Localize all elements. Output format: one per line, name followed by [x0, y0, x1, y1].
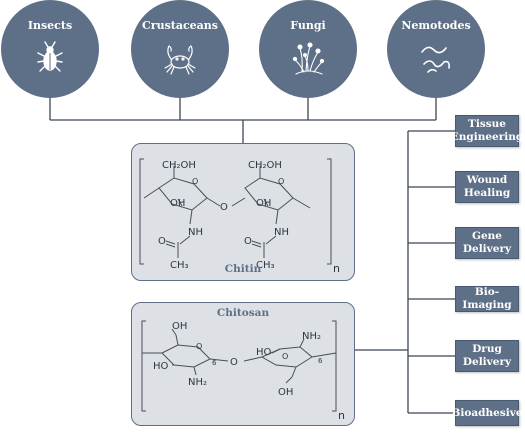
- atom-label: O: [244, 236, 252, 247]
- app-label-line1: Gene: [472, 230, 502, 242]
- atom-label: 6: [318, 357, 323, 365]
- app-label-line1: Wound: [466, 174, 508, 186]
- worm-icon: [421, 46, 450, 73]
- app-label-line2: Healing: [463, 187, 511, 199]
- source-insects: Insects: [1, 0, 99, 98]
- app-label-line1: Drug: [472, 343, 502, 355]
- app-label-line1: Bioadhesive: [451, 406, 523, 419]
- app-bioadhesive: Bioadhesive: [452, 400, 523, 426]
- atom-label: O: [278, 177, 284, 186]
- atom-label: 6: [212, 359, 217, 367]
- atom-label: OH: [172, 321, 187, 332]
- atom-label: O: [220, 202, 228, 213]
- atom-label: NH: [274, 227, 289, 238]
- atom-label: HO: [153, 361, 169, 372]
- chitin-box: CH₂OH OH O O NH O CH₃ CH₂OH OH O NH O CH…: [131, 143, 355, 281]
- atom-label: HO: [256, 347, 272, 358]
- source-crustaceans: Crustaceans: [131, 0, 229, 98]
- chitin-structure: CH₂OH OH O O NH O CH₃ CH₂OH OH O NH O CH…: [139, 158, 340, 275]
- atom-label: OH: [278, 387, 293, 398]
- app-label-line2: Delivery: [462, 243, 512, 255]
- atom-label: OH: [170, 198, 185, 209]
- beetle-icon: [37, 41, 63, 72]
- app-label-line2: Delivery: [462, 356, 512, 368]
- atom-label: NH₂: [188, 377, 207, 388]
- atom-label: CH₃: [256, 260, 275, 271]
- chitin-label: Chitin: [224, 263, 262, 275]
- app-label-line1: Bio-Imaging: [462, 286, 512, 311]
- repeat-n: n: [338, 409, 345, 422]
- source-fungi: Fungi: [259, 0, 357, 98]
- source-label: Crustaceans: [142, 19, 218, 32]
- crab-icon: [164, 45, 196, 75]
- repeat-n: n: [333, 262, 340, 275]
- atom-label: NH₂: [302, 331, 321, 342]
- chitosan-box: Chitosan OH HO: [131, 302, 355, 426]
- source-nematodes: Nemotodes: [387, 0, 485, 98]
- chitosan-structure: OH HO NH₂ O 6 O HO NH₂ O 6 OH n: [141, 320, 345, 422]
- chitosan-label: Chitosan: [216, 307, 270, 319]
- app-label-line1: Tissue: [468, 118, 506, 130]
- atom-label: O: [230, 357, 238, 368]
- source-label: Nemotodes: [401, 19, 471, 32]
- atom-label: O: [196, 342, 202, 351]
- source-label: Fungi: [290, 19, 326, 32]
- atom-label: O: [158, 236, 166, 247]
- mushroom-icon: [292, 42, 325, 75]
- atom-label: O: [192, 177, 198, 186]
- source-label: Insects: [27, 19, 73, 32]
- app-label-line2: Engineering: [450, 131, 524, 143]
- atom-label: CH₃: [170, 260, 189, 271]
- atom-label: CH₂OH: [162, 160, 196, 171]
- atom-label: CH₂OH: [248, 160, 282, 171]
- atom-label: OH: [256, 198, 271, 209]
- atom-label: NH: [188, 227, 203, 238]
- atom-label: O: [282, 352, 288, 361]
- app-bio-imaging: Bio-Imaging: [455, 286, 519, 312]
